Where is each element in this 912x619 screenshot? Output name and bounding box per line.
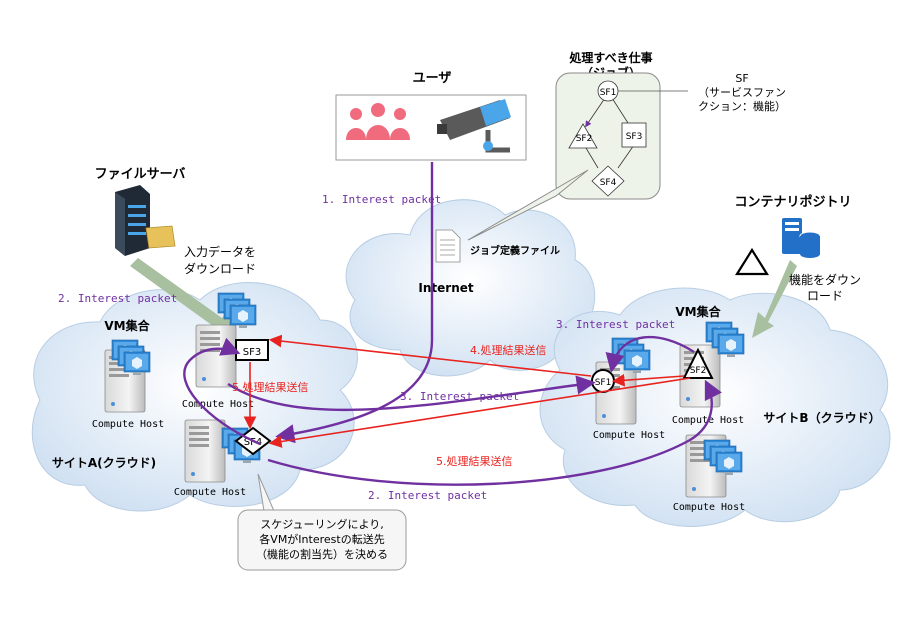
job-node-sf2 <box>568 123 598 149</box>
document-icon <box>435 229 461 263</box>
file-server-icon <box>115 185 176 256</box>
interest-flow-2b <box>267 379 723 486</box>
result-label-4: 4.処理結果送信 <box>470 343 547 357</box>
function-triangle-icon <box>735 247 769 276</box>
job-node-sf3 <box>621 122 647 148</box>
interest-label-2b: 2. Interest packet <box>368 489 487 502</box>
interest-label-1: 1. Interest packet <box>322 193 441 206</box>
container-registry-icon <box>782 218 821 258</box>
note-line1: スケジューリングにより, <box>260 517 384 531</box>
interest-flow-3a <box>227 375 596 412</box>
container-registry-title: コンテナリポジトリ <box>734 194 851 210</box>
file-download-line1: 入力データを <box>184 244 256 259</box>
job-box: SF1 SF2 SF3 SF4 <box>555 72 661 200</box>
sf-callout-line2: （サービスファン <box>698 86 786 99</box>
result-label-5a: 5.処理結果送信 <box>232 380 309 394</box>
site-a-vm-group-label: VM集合 <box>104 318 150 333</box>
job-node-sf2-label: SF2 <box>576 134 593 144</box>
job-node-sf4 <box>591 165 625 197</box>
job-node-sf1-label: SF1 <box>600 88 617 98</box>
site-a-host-left <box>104 340 150 413</box>
camera-icon <box>437 99 511 153</box>
site-a-sf3-label: SF3 <box>243 347 261 358</box>
job-callout-pointer <box>467 169 589 241</box>
interest-label-3b: 3. Interest packet <box>556 318 675 331</box>
interest-label-2a: 2. Interest packet <box>58 292 177 305</box>
sf-callout-line3: クション：機能） <box>698 99 786 113</box>
user-title: ユーザ <box>413 71 452 86</box>
site-b-sf2-badge <box>682 347 714 379</box>
note-line3: （機能の割当先）を決める <box>256 547 388 561</box>
registry-download-line1: 機能をダウン <box>789 272 861 287</box>
internet-label: Internet <box>418 281 473 295</box>
site-a-host-top-label: Compute Host <box>182 399 254 410</box>
user-box <box>335 94 527 161</box>
interest-label-3a: 3. Interest packet <box>400 390 519 403</box>
users-icon <box>346 103 410 140</box>
registry-download-arrow <box>752 260 797 338</box>
interest-flow-3b <box>605 335 695 373</box>
site-b-sf2-label: SF2 <box>690 366 707 376</box>
site-b-host-bottom-label: Compute Host <box>673 502 745 513</box>
note-line2: 各VMがInterestの転送先 <box>259 532 384 546</box>
result-label-5b: 5.処理結果送信 <box>436 454 513 468</box>
file-server-title: ファイルサーバ <box>95 167 186 182</box>
result-flow-sf2-sf1 <box>611 373 685 387</box>
job-node-sf4-label: SF4 <box>600 178 617 188</box>
file-download-line2: ダウンロード <box>184 261 256 276</box>
site-a-sf4-label: SF4 <box>244 437 262 448</box>
sf-callout-line1: SF <box>735 72 748 85</box>
site-b-sf1-label: SF1 <box>595 378 612 388</box>
site-a-host-left-label: Compute Host <box>92 419 164 430</box>
site-a-name: サイトA(クラウド) <box>52 456 156 470</box>
site-b-vm-group-label: VM集合 <box>675 304 721 319</box>
site-b-name: サイトB（クラウド） <box>763 410 880 425</box>
job-node-sf3-label: SF3 <box>626 132 643 142</box>
site-a-host-bottom-label: Compute Host <box>174 487 246 498</box>
registry-download-line2: ロード <box>807 289 843 303</box>
job-file-label: ジョブ定義ファイル <box>470 244 560 257</box>
interest-flow-2a <box>183 337 261 446</box>
file-download-arrow <box>130 258 232 336</box>
job-title-line1: 処理すべき仕事 <box>568 50 652 65</box>
result-flow-5b <box>268 377 691 448</box>
scheduling-note <box>237 509 407 571</box>
internet-cloud <box>345 199 596 377</box>
result-flow-4 <box>268 334 592 377</box>
interest-flow-1 <box>275 162 434 444</box>
site-b-host-left-label: Compute Host <box>593 430 665 441</box>
